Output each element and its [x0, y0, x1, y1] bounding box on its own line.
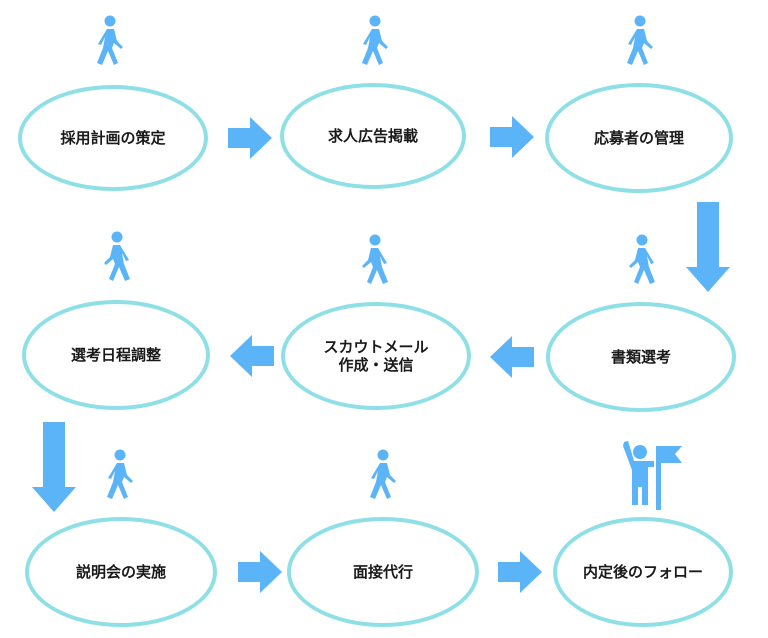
- step-node-6: 選考日程調整: [22, 300, 210, 410]
- step-node-3: 応募者の管理: [545, 83, 733, 193]
- step-label: 面接代行: [352, 563, 413, 581]
- step-label: 内定後のフォロー: [582, 563, 703, 581]
- walking-person-icon: [629, 234, 655, 284]
- arrow-right-icon: [490, 116, 534, 158]
- step-node-5: スカウトメール 作成・送信: [281, 302, 471, 410]
- arrow-left-icon: [230, 335, 274, 377]
- person-with-flag-icon: [623, 441, 682, 510]
- step-label: 書類選考: [610, 348, 671, 366]
- step-label: 応募者の管理: [593, 129, 684, 147]
- walking-person-icon: [362, 15, 388, 65]
- walking-person-icon: [362, 234, 388, 284]
- step-node-7: 説明会の実施: [25, 517, 217, 627]
- arrow-right-icon: [238, 551, 282, 593]
- step-node-8: 面接代行: [287, 517, 479, 627]
- step-label: スカウトメール 作成・送信: [323, 338, 429, 374]
- step-node-4: 書類選考: [546, 302, 736, 412]
- walking-person-icon: [107, 449, 133, 499]
- arrow-down-icon: [32, 422, 76, 512]
- walking-person-icon: [97, 15, 123, 65]
- walking-person-icon: [627, 15, 653, 65]
- arrow-down-icon: [686, 202, 730, 292]
- step-node-2: 求人広告掲載: [280, 83, 466, 189]
- step-label: 採用計画の策定: [60, 129, 166, 147]
- step-label: 求人広告掲載: [327, 127, 418, 145]
- step-label: 説明会の実施: [75, 563, 166, 581]
- arrow-right-icon: [498, 551, 542, 593]
- arrow-right-icon: [228, 117, 272, 159]
- step-label: 選考日程調整: [70, 346, 161, 364]
- arrow-left-icon: [490, 336, 534, 378]
- step-node-9: 内定後のフォロー: [553, 517, 733, 627]
- step-node-1: 採用計画の策定: [18, 85, 208, 191]
- walking-person-icon: [370, 449, 396, 499]
- walking-person-icon: [104, 231, 130, 281]
